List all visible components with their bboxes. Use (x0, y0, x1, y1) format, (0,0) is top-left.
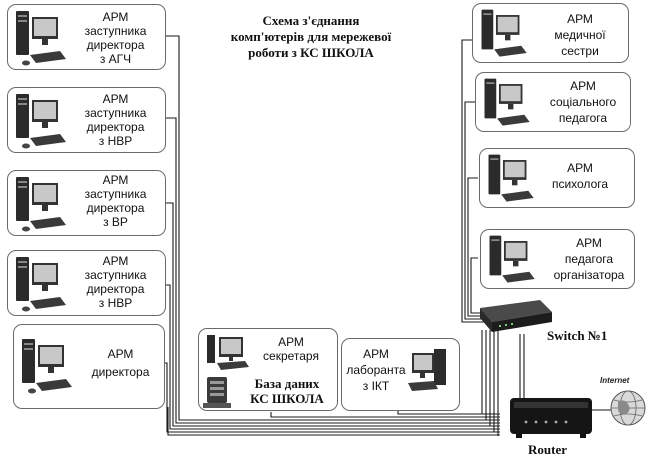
line-right-2 (464, 101, 490, 320)
desktop-computer-icon (207, 335, 249, 370)
label-line: База даних (254, 376, 320, 391)
label-line: АРМ (102, 254, 129, 268)
label-line: директора (86, 38, 145, 52)
label-line: соціального (549, 95, 617, 109)
line-left-4 (165, 284, 500, 430)
desktop-computer-icon (408, 349, 446, 391)
internet-label: Internet (600, 376, 630, 385)
label-line: директора (91, 365, 150, 379)
workstation-box-secretary[interactable]: АРМ секретаря База даних КС ШКОЛА (198, 328, 338, 411)
desktop-computer-icon (22, 339, 72, 394)
label-line: педагога (558, 111, 608, 125)
desktop-computer-icon (489, 235, 535, 283)
label-line: секретаря (263, 349, 319, 363)
label-line: з НВР (98, 134, 133, 148)
label-line: АРМ (576, 236, 602, 250)
label-line: АРМ (278, 335, 304, 349)
desktop-computer-icon (16, 257, 66, 312)
router-icon (510, 398, 592, 438)
workstation-box-deputy-agch[interactable]: АРМ заступника директора з АГЧ (7, 4, 166, 70)
switch-icon (480, 300, 552, 332)
workstation-box-deputy-nvr[interactable]: АРМ заступника директора з НВР (7, 87, 166, 153)
label-line: сестри (561, 44, 599, 58)
label-line: АРМ (107, 347, 134, 361)
label-line: АРМ (567, 161, 593, 175)
label-line: заступника (84, 106, 147, 120)
workstation-box-psychologist[interactable]: АРМ психолога (479, 148, 635, 208)
label-line: лаборанта (346, 363, 406, 377)
line-left-2 (165, 117, 500, 424)
switch-label: Switch №1 (547, 328, 608, 343)
line-secretary (270, 412, 500, 418)
label-line: директора (86, 201, 145, 215)
desktop-computer-icon (16, 11, 66, 66)
label-line: АРМ (570, 79, 596, 93)
label-line: АРМ (363, 347, 389, 361)
label-line: заступника (84, 187, 147, 201)
workstation-box-deputy-vr[interactable]: АРМ заступника директора з ВР (7, 170, 166, 236)
label-line: з АГЧ (99, 52, 132, 66)
title-line: комп'ютерів для мережевої (230, 29, 392, 44)
workstation-box-lab-ikt[interactable]: АРМ лаборанта з ІКТ (341, 338, 460, 411)
label-line: директора (86, 120, 145, 134)
label-line: медичної (554, 28, 606, 42)
title-line: Схема з'єднання (262, 13, 360, 28)
title-line: роботи з КС ШКОЛА (248, 45, 374, 60)
desktop-computer-icon (16, 94, 66, 149)
workstation-box-nurse[interactable]: АРМ медичної сестри (472, 3, 629, 63)
line-left-3 (165, 202, 500, 427)
workstation-box-deputy-nvr-2[interactable]: АРМ заступника директора з НВР (7, 250, 166, 316)
router-label: Router (528, 442, 567, 457)
database-label: База даних КС ШКОЛА (237, 376, 337, 406)
server-icon (203, 377, 231, 408)
line-right-1 (461, 39, 486, 323)
label-line: психолога (551, 177, 609, 191)
globe-icon (610, 390, 646, 426)
desktop-computer-icon (488, 154, 534, 202)
label-line: КС ШКОЛА (250, 391, 324, 406)
label-line: АРМ (102, 173, 129, 187)
label-line: з ІКТ (362, 379, 390, 393)
workstation-box-organizer[interactable]: АРМ педагога організатора (480, 229, 635, 289)
label-line: заступника (84, 24, 147, 38)
label-line: з НВР (98, 296, 133, 310)
desktop-computer-icon (481, 9, 527, 57)
label-line: директора (86, 282, 145, 296)
desktop-computer-icon (484, 78, 530, 126)
desktop-computer-icon (16, 177, 66, 232)
line-left-5 (165, 362, 500, 433)
line-left-1 (165, 35, 500, 421)
line-lab (397, 411, 500, 415)
label-line: педагога (564, 252, 614, 266)
line-left-6 (167, 407, 500, 436)
label-line: АРМ (102, 92, 129, 106)
label-line: організатора (553, 268, 625, 282)
label-line: з ВР (103, 215, 128, 229)
diagram-title: Схема з'єднання комп'ютерів для мережево… (196, 13, 426, 61)
workstation-box-director[interactable]: АРМ директора (13, 324, 165, 409)
label-line: заступника (84, 268, 147, 282)
workstation-box-social-teacher[interactable]: АРМ соціального педагога (475, 72, 631, 132)
label-line: АРМ (567, 12, 593, 26)
label-line: АРМ (102, 10, 129, 24)
